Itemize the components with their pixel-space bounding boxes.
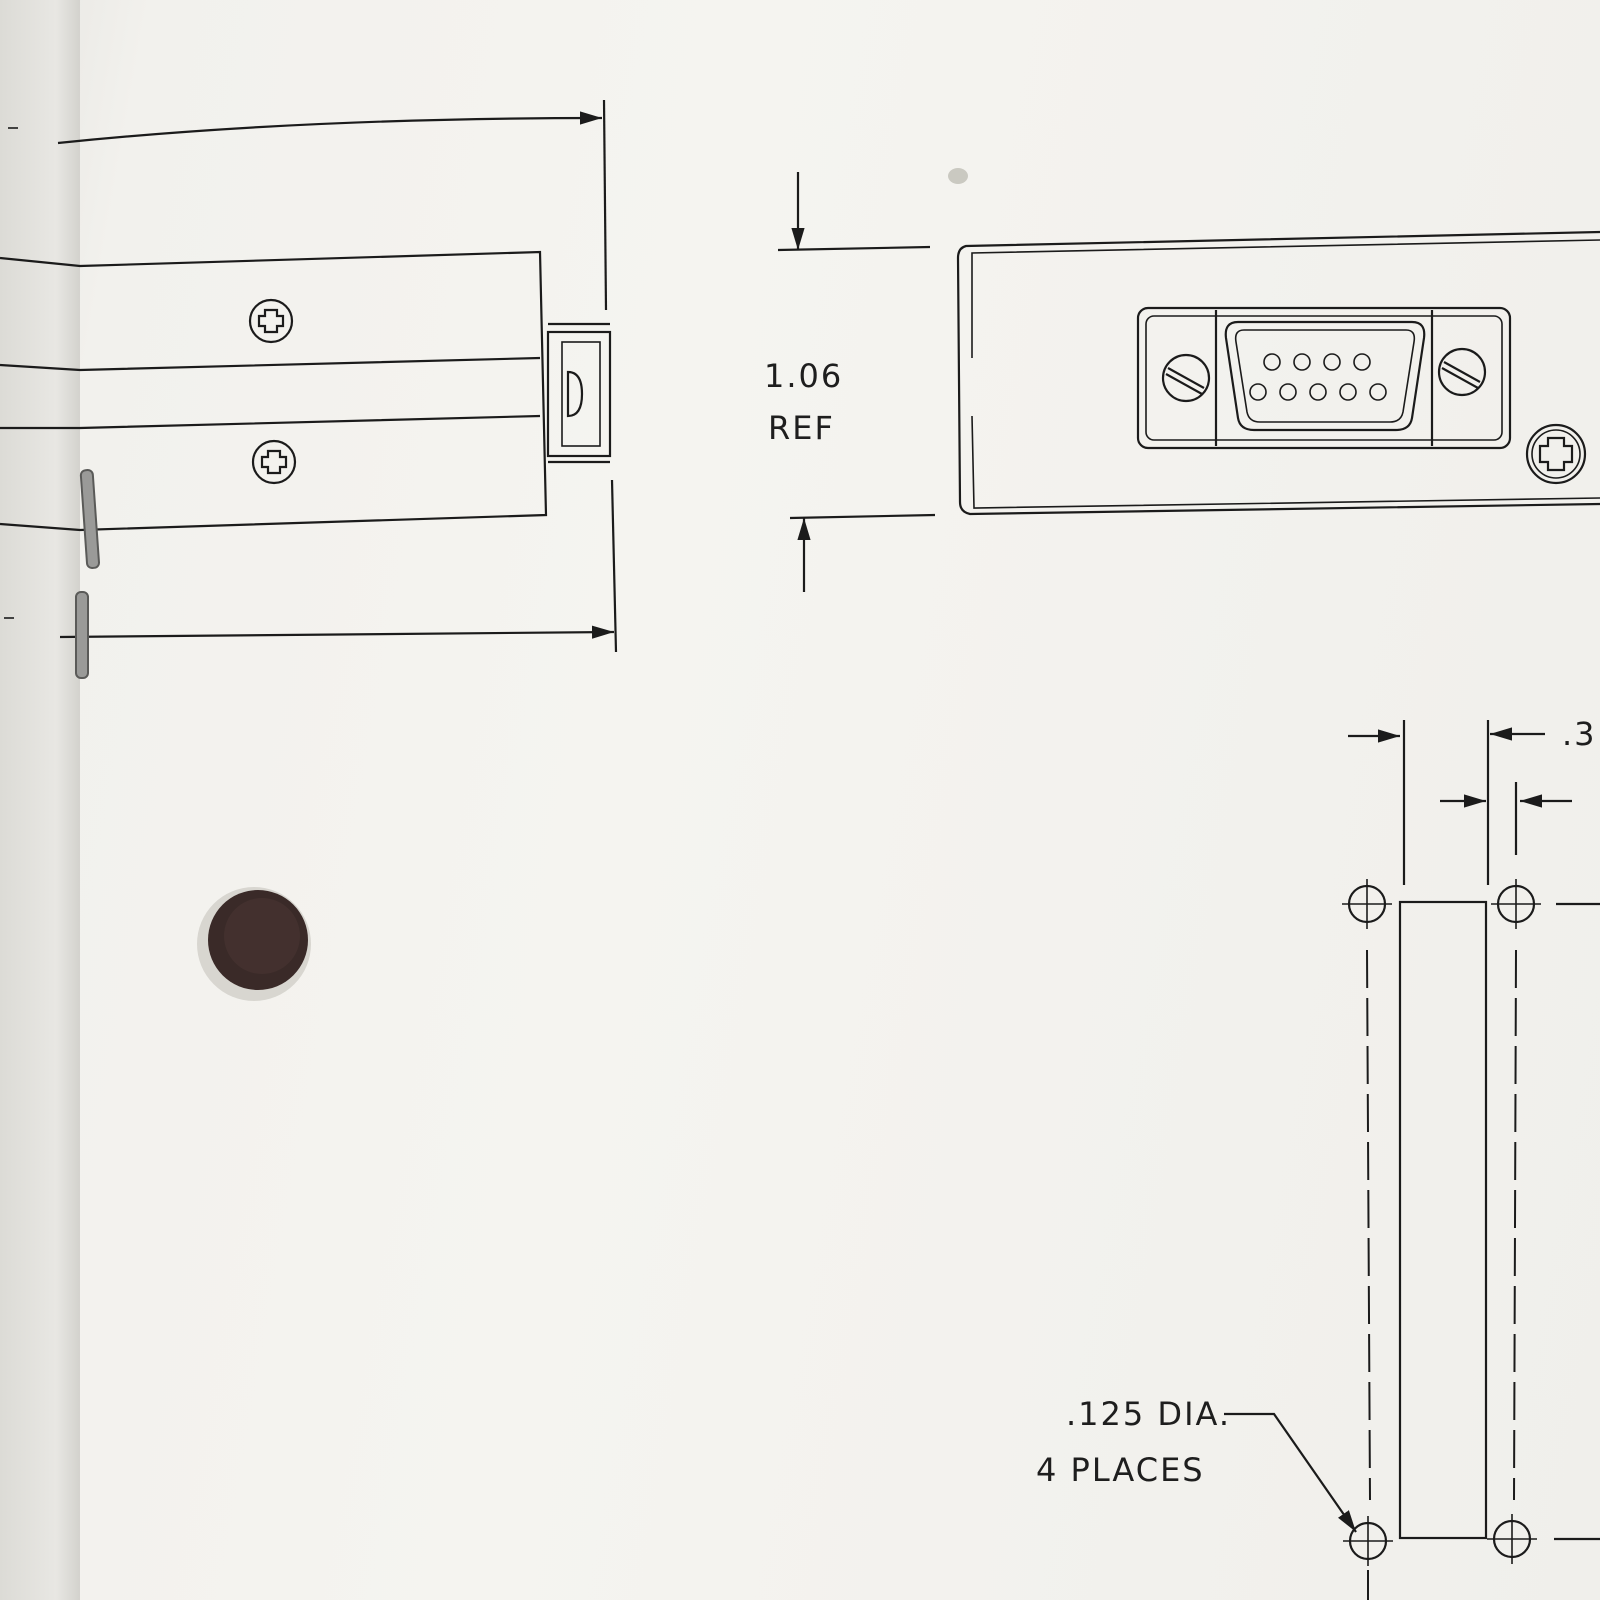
- connector-pins: [1249, 353, 1387, 401]
- extension-line: [610, 479, 618, 653]
- height-ref-label: REF: [768, 409, 835, 447]
- height-dimension: [777, 172, 936, 592]
- connector-side-profile: [546, 322, 612, 464]
- side-view: [0, 99, 618, 653]
- phillips-screw-icon: [251, 439, 297, 485]
- center-line: [1513, 949, 1517, 1501]
- phillips-screw-icon: [1525, 423, 1587, 485]
- housing-line: [0, 356, 541, 372]
- center-line: [1366, 949, 1371, 1501]
- hole-diameter-label: .125 DIA.: [1066, 1395, 1231, 1433]
- height-value-label: 1.06: [764, 357, 844, 395]
- hole-crosshair-icon: [1342, 879, 1392, 929]
- binding-fold: [0, 0, 80, 1600]
- slotted-screw-icon: [1437, 347, 1487, 397]
- phillips-screw-icon: [248, 298, 294, 344]
- slotted-screw-icon: [1161, 353, 1211, 403]
- top-right-dimension-label: .3: [1562, 715, 1597, 753]
- d-sub-shell: [1224, 320, 1426, 432]
- staple-icon: [75, 469, 100, 679]
- dimension-line-top: [57, 111, 603, 145]
- cutout-view: [1224, 720, 1600, 1600]
- front-view: [956, 230, 1600, 516]
- leader-line: [1224, 1412, 1357, 1533]
- housing-outline: [0, 250, 548, 532]
- paper-spot: [948, 168, 968, 184]
- extension-line: [602, 99, 608, 311]
- hole-crosshair-icon: [1343, 1516, 1393, 1566]
- cutout-slot: [1398, 900, 1488, 1540]
- hole-places-label: 4 PLACES: [1036, 1451, 1205, 1489]
- hole-crosshair-icon: [1487, 1514, 1600, 1564]
- punch-hole: [197, 887, 311, 1001]
- hole-crosshair-icon: [1491, 879, 1600, 929]
- dimension-line-bottom: [59, 625, 615, 639]
- housing-line: [0, 414, 541, 430]
- db9-connector: [1136, 306, 1512, 450]
- panel-outline: [956, 230, 1600, 516]
